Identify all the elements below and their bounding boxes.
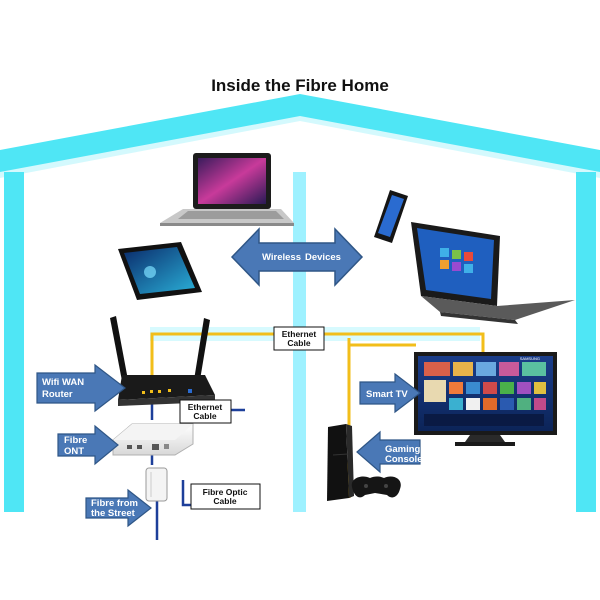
- wifi-router-icon: [110, 316, 215, 406]
- svg-text:Fibre: Fibre: [64, 435, 87, 446]
- gaming-console-callout: Gaming Console: [356, 430, 422, 474]
- svg-text:Console: Console: [385, 454, 422, 465]
- svg-text:Wifi WAN: Wifi WAN: [42, 377, 84, 388]
- svg-text:Gaming: Gaming: [385, 444, 421, 455]
- devices-label: Devices: [305, 252, 341, 263]
- ethernet-cable-label-top: Ethernet Cable: [273, 326, 325, 351]
- fibre-wall-box-icon: [145, 467, 168, 502]
- tv-brand-label: SAMSUNG: [520, 356, 540, 361]
- fibre-ont-icon: [112, 423, 194, 456]
- smartphone-icon: [374, 190, 408, 243]
- ethernet-cable-label-mid: Ethernet Cable: [179, 399, 232, 424]
- svg-text:Smart TV: Smart TV: [366, 389, 408, 400]
- house-outline: [0, 94, 600, 512]
- macbook-laptop-icon: [160, 153, 294, 226]
- fibre-optic-cable-label: Fibre Optic Cable: [190, 483, 261, 510]
- svg-text:Router: Router: [42, 389, 73, 400]
- game-console-icon: [327, 424, 354, 501]
- svg-text:ONT: ONT: [64, 446, 84, 457]
- windows-laptop-icon: [411, 222, 575, 324]
- svg-text:the Street: the Street: [91, 508, 136, 519]
- tablet-icon: [118, 242, 202, 300]
- wifi-router-callout: Wifi WAN Router: [36, 363, 126, 413]
- svg-text:Fibre from: Fibre from: [91, 498, 138, 509]
- smart-tv-callout: Smart TV: [359, 372, 421, 414]
- smart-tv-icon: SAMSUNG: [414, 352, 557, 446]
- fibre-street-callout: Fibre from the Street: [85, 488, 152, 528]
- diagram-title: Inside the Fibre Home: [211, 76, 389, 95]
- wireless-label: Wireless: [262, 252, 301, 263]
- gamepad-icon: [351, 476, 401, 498]
- svg-text:Cable: Cable: [193, 411, 216, 421]
- svg-text:Cable: Cable: [213, 496, 236, 506]
- svg-text:Cable: Cable: [287, 338, 310, 348]
- svg-text:Fibre Optic: Fibre Optic: [203, 487, 248, 497]
- wireless-devices-arrow: Wireless Devices: [230, 227, 364, 287]
- svg-text:Ethernet: Ethernet: [188, 402, 223, 412]
- fibre-ont-callout: Fibre ONT: [57, 424, 119, 466]
- svg-text:Ethernet: Ethernet: [282, 329, 317, 339]
